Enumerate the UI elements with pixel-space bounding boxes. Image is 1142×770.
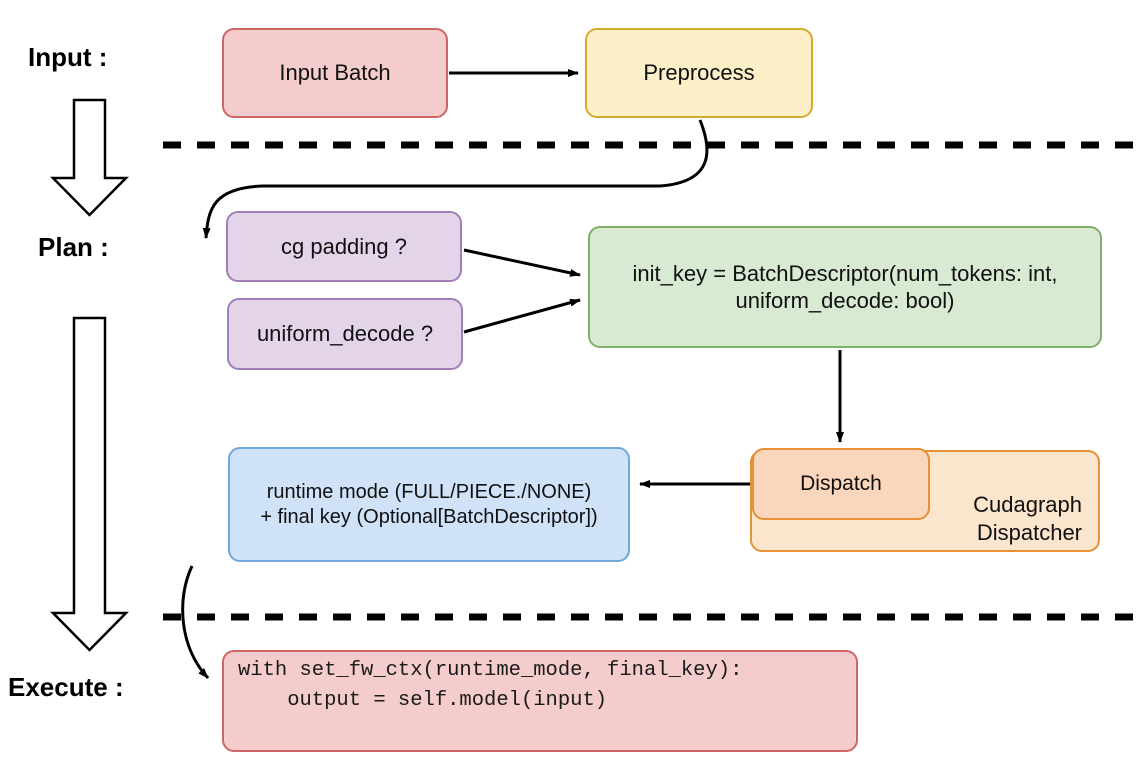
node-preprocess-label: Preprocess: [643, 60, 755, 86]
node-runtime-mode[interactable]: runtime mode (FULL/PIECE./NONE) + final …: [228, 447, 630, 562]
node-dispatch-label: Dispatch: [800, 471, 882, 495]
node-cg-padding-label: cg padding ?: [281, 233, 407, 259]
node-input-batch-label: Input Batch: [279, 60, 391, 86]
node-cg-padding[interactable]: cg padding ?: [226, 211, 462, 282]
stage-label-plan: Plan :: [38, 232, 109, 262]
node-preprocess[interactable]: Preprocess: [585, 28, 813, 118]
node-uniform-decode-label: uniform_decode ?: [256, 321, 434, 347]
node-init-key-line2: uniform_decode: bool): [735, 288, 955, 313]
node-dispatch[interactable]: Dispatch: [752, 448, 930, 520]
node-code-block[interactable]: with set_fw_ctx(runtime_mode, final_key)…: [222, 650, 858, 752]
node-cudagraph-dispatcher-line1: Cudagraph: [973, 492, 1082, 517]
node-cudagraph-dispatcher-line2: Dispatcher: [976, 519, 1082, 545]
node-input-batch[interactable]: Input Batch: [222, 28, 448, 118]
node-code-block-line1: with set_fw_ctx(runtime_mode, final_key)…: [238, 659, 743, 682]
node-code-block-line2: output = self.model(input): [238, 688, 608, 712]
stage-label-input: Input :: [28, 42, 108, 72]
stage-label-execute: Execute :: [8, 672, 124, 702]
node-init-key-line1: init_key = BatchDescriptor(num_tokens: i…: [632, 260, 1058, 286]
node-uniform-decode[interactable]: uniform_decode ?: [227, 298, 463, 370]
node-runtime-mode-line1: runtime mode (FULL/PIECE./NONE): [266, 480, 592, 503]
node-runtime-mode-line2: + final key (Optional[BatchDescriptor]): [260, 505, 598, 528]
node-init-key[interactable]: init_key = BatchDescriptor(num_tokens: i…: [588, 226, 1102, 348]
